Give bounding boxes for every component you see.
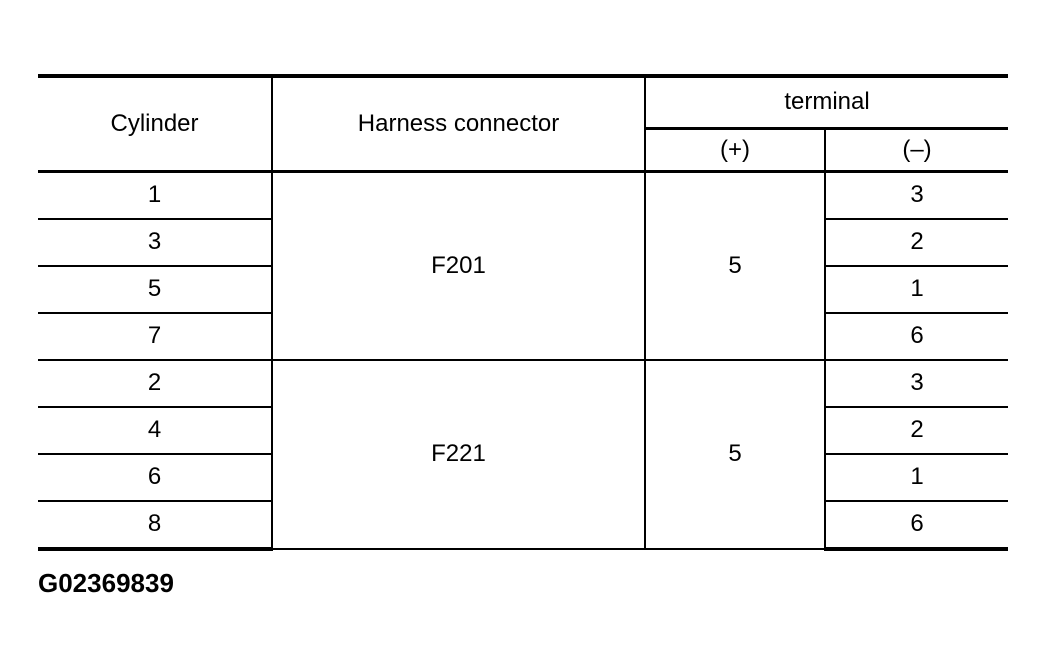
header-terminal-plus: (+) (644, 127, 826, 173)
table-row: 1 F201 5 3 (38, 170, 1009, 361)
table-row: 6 1 (38, 453, 1009, 502)
terminal-minus-cell: 6 (823, 312, 1009, 361)
terminal-minus-cell: 2 (823, 406, 1009, 455)
cylinder-cell: 6 (38, 453, 273, 502)
table-row: 7 6 (38, 312, 1009, 361)
table-row: 2 F221 5 3 (38, 359, 1009, 550)
terminal-minus-cell: 3 (823, 170, 1009, 220)
table-row: 8 6 (38, 500, 1009, 551)
terminal-minus-cell: 1 (823, 265, 1009, 314)
terminal-minus-cell: 1 (823, 453, 1009, 502)
terminal-minus-cell: 2 (823, 218, 1009, 267)
figure-id: G02369839 (38, 568, 174, 598)
harness-connector-cell: F201 (271, 170, 646, 361)
terminal-plus-cell: 5 (644, 170, 826, 361)
table-row: 3 2 (38, 218, 1009, 267)
cylinder-cell: 2 (38, 359, 273, 408)
cylinder-cell: 3 (38, 218, 273, 267)
terminal-plus-cell: 5 (644, 359, 826, 550)
terminal-spec-table: Cylinder Harness connector terminal (+) … (38, 74, 1009, 551)
cylinder-cell: 8 (38, 500, 273, 551)
header-cylinder: Cylinder (38, 74, 273, 173)
table-row: 5 1 (38, 265, 1009, 314)
terminal-minus-cell: 3 (823, 359, 1009, 408)
table-row: 4 2 (38, 406, 1009, 455)
harness-connector-cell: F221 (271, 359, 646, 550)
terminal-minus-cell: 6 (823, 500, 1009, 551)
cylinder-cell: 1 (38, 170, 273, 220)
cylinder-cell: 7 (38, 312, 273, 361)
header-terminal-minus: (–) (823, 127, 1009, 173)
cylinder-cell: 5 (38, 265, 273, 314)
header-terminal: terminal (643, 74, 1009, 130)
header-harness-connector: Harness connector (271, 74, 646, 173)
cylinder-cell: 4 (38, 406, 273, 455)
